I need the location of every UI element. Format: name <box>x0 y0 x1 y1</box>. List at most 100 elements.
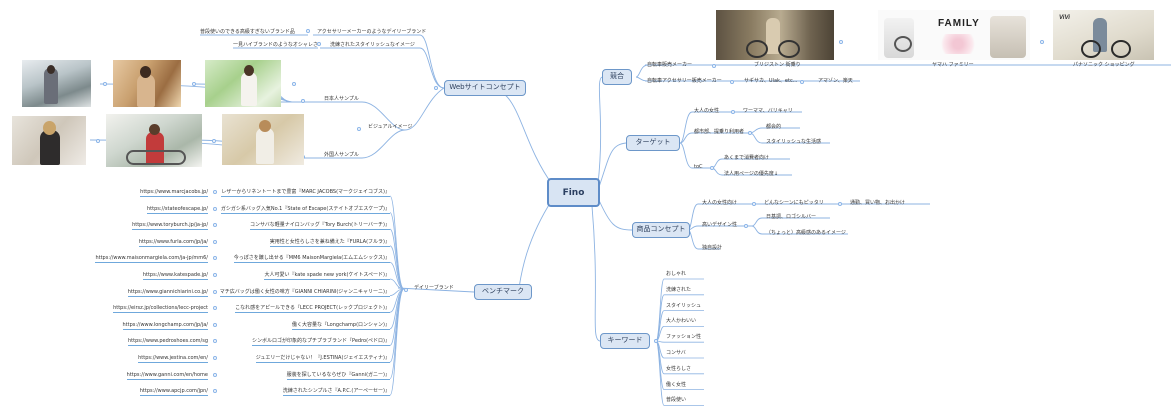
expand-dot[interactable] <box>752 202 756 206</box>
benchmark-brand-description[interactable]: 今っぽさを醸し出せる『MM6 MaisonMargiela(エムエムシックス)』 <box>233 255 390 264</box>
keyword-item[interactable]: 女性らしさ <box>666 365 692 372</box>
product-node-premium-image[interactable]: （ちょっと）高級感のあるイメージ <box>766 230 846 236</box>
expand-dot[interactable] <box>213 289 217 294</box>
expand-dot[interactable] <box>730 80 734 84</box>
keyword-item[interactable]: 洗練された <box>666 286 692 293</box>
expand-dot[interactable] <box>301 99 305 103</box>
product-node-original-design[interactable]: 独自設計 <box>702 245 723 251</box>
expand-dot[interactable] <box>306 29 310 33</box>
expand-dot[interactable] <box>1040 40 1044 44</box>
keyword-item[interactable]: おしゃれ <box>666 271 687 277</box>
keyword-item[interactable]: 働く女性 <box>666 381 687 388</box>
expand-dot[interactable] <box>213 389 217 394</box>
expand-dot[interactable] <box>357 127 361 131</box>
target-node-consumer-focus[interactable]: あくまで消費者向け <box>724 155 770 161</box>
keyword-item[interactable]: 普段使い <box>666 397 687 404</box>
benchmark-url[interactable]: https://www.maisonmargiela.com/ja-jp/mm6… <box>95 255 208 264</box>
compete-node-amazon[interactable]: アマゾン、楽天 <box>818 78 853 84</box>
expand-dot[interactable] <box>839 40 843 44</box>
web-node-high-brand-look[interactable]: 一見ハイブランドのようなオシャレさ <box>233 42 318 48</box>
benchmark-brand-description[interactable]: 大人可愛い『kate spade new york(ケイトスペード)』 <box>264 272 390 280</box>
expand-dot[interactable] <box>213 256 217 261</box>
target-node-urban[interactable]: 都会的 <box>766 124 782 130</box>
benchmark-url[interactable]: https://www.jestina.com/en/ <box>138 355 208 363</box>
expand-dot[interactable] <box>192 82 196 86</box>
expand-dot[interactable] <box>103 82 107 86</box>
web-node-accessory-maker[interactable]: アクセサリーメーカーのようなデイリーブランド <box>317 29 427 35</box>
product-node-commute-shopping[interactable]: 通勤、買い物、お出かけ <box>850 200 906 206</box>
benchmark-brand-description[interactable]: こなれ感をアピールできる『LECC PROJECT(レックプロジェクト)』 <box>235 305 390 314</box>
benchmark-url[interactable]: https://stateofescape.jp/ <box>147 205 208 214</box>
web-node-casual-brand[interactable]: 普段使いのできる高級すぎないブランド品 <box>200 29 295 35</box>
benchmark-brand-description[interactable]: 服装を探しているならぜひ『Ganni(ガニー)』 <box>286 371 390 380</box>
benchmark-brand-description[interactable]: コンサバな軽量ナイロンバッグ『Tory Burch(トリーバーチ)』 <box>250 222 390 231</box>
compete-node-accessory-maker[interactable]: 自転車アクセサリー販売メーカー <box>647 78 722 84</box>
expand-dot[interactable] <box>213 206 217 211</box>
bench-node-daily-brand[interactable]: デイリーブランド <box>414 285 454 291</box>
expand-dot[interactable] <box>731 110 735 114</box>
target-node-corporate-low-priority[interactable]: 法人用ページの優先度↓ <box>724 171 779 177</box>
benchmark-brand-description[interactable]: ガシガシ系バッグ入気No.1『State of Escape(ステイトオブエスケ… <box>220 205 390 214</box>
benchmark-brand-description[interactable]: マチ広バッグは働く女性の味方『GIANNI CHIARINI(ジャンニキャリーニ… <box>219 288 390 297</box>
expand-dot[interactable] <box>213 239 217 244</box>
branch-product-concept[interactable]: 商品コンセプト <box>632 222 690 238</box>
expand-dot[interactable] <box>317 42 321 46</box>
benchmark-url[interactable]: https://www.katespade.jp/ <box>142 272 208 280</box>
expand-dot[interactable] <box>744 224 748 228</box>
benchmark-brand-description[interactable]: 働く大容量な『Longchamp(ロンシャン)』 <box>291 321 390 330</box>
expand-dot[interactable] <box>213 223 217 228</box>
compete-node-bike-maker[interactable]: 自転車販売メーカー <box>647 62 693 68</box>
expand-dot[interactable] <box>213 306 217 311</box>
web-node-visual-image[interactable]: ビジュアルイメージ <box>368 124 413 130</box>
target-node-adult-women[interactable]: 大人の女性 <box>694 108 720 114</box>
expand-dot[interactable] <box>213 273 217 277</box>
branch-website-concept[interactable]: Webサイトコンセプト <box>444 80 526 96</box>
product-node-for-women[interactable]: 大人の女性向け <box>702 200 738 206</box>
keyword-item[interactable]: コンサバ <box>666 350 686 356</box>
benchmark-url[interactable]: https://www.marcjacobs.jp/ <box>140 189 208 197</box>
target-node-toc[interactable]: toC <box>694 164 703 170</box>
expand-dot[interactable] <box>404 288 408 292</box>
product-node-color-scheme[interactable]: 日基調、ロゴシルバー <box>766 214 817 220</box>
expand-dot[interactable] <box>654 339 658 343</box>
web-node-foreign-sample[interactable]: 外国人サンプル <box>324 152 359 158</box>
expand-dot[interactable] <box>748 131 752 135</box>
keyword-item[interactable]: ファッション性 <box>666 334 702 341</box>
branch-target[interactable]: ターゲット <box>626 135 680 151</box>
expand-dot[interactable] <box>213 339 217 344</box>
expand-dot[interactable] <box>213 356 217 360</box>
web-node-stylish-image[interactable]: 洗練されたスタイリッシュなイメージ <box>330 42 415 48</box>
benchmark-url[interactable]: https://www.giannichiarini.co.jp/ <box>127 288 208 297</box>
expand-dot[interactable] <box>213 372 217 377</box>
target-node-urban-users[interactable]: 都市部、提乗り利用者 <box>694 129 745 135</box>
benchmark-url[interactable]: https://www.toryburch.jp/ja-jp/ <box>132 222 208 231</box>
expand-dot[interactable] <box>710 166 714 170</box>
compete-node-saisaka[interactable]: サギサカ、Ulak、etc... <box>744 78 798 84</box>
expand-dot[interactable] <box>434 86 438 90</box>
benchmark-brand-description[interactable]: 洗練されたシンプルさ『A.P.C.(アーペーセー)』 <box>282 388 390 397</box>
expand-dot[interactable] <box>838 202 842 206</box>
expand-dot[interactable] <box>212 139 216 143</box>
branch-keyword[interactable]: キーワード <box>600 333 650 349</box>
target-node-working-mom[interactable]: ワーママ、バリキャリ <box>743 108 793 114</box>
expand-dot[interactable] <box>213 190 217 194</box>
central-topic[interactable]: Fino <box>547 178 600 207</box>
benchmark-url[interactable]: https://www.pedroshoes.com/sg <box>128 338 208 347</box>
benchmark-url[interactable]: https://eirsz.jp/collections/lecc-projec… <box>113 305 208 314</box>
web-node-japanese-sample[interactable]: 日本人サンプル <box>324 96 359 102</box>
branch-benchmark[interactable]: ベンチマーク <box>474 284 532 300</box>
benchmark-url[interactable]: https://www.ganni.com/en/home <box>126 371 208 380</box>
benchmark-brand-description[interactable]: ジュエリーだけじゃない！『J.ESTINA(ジェイエスティナ)』 <box>255 355 390 363</box>
branch-competitors[interactable]: 競合 <box>602 69 632 85</box>
expand-dot[interactable] <box>800 80 804 84</box>
keyword-item[interactable]: 大人かわいい <box>666 318 697 325</box>
expand-dot[interactable] <box>292 82 296 86</box>
product-node-any-scene[interactable]: どんなシーンにもピッタリ <box>764 200 824 206</box>
product-node-high-design[interactable]: 高いデザイン性 <box>702 222 738 228</box>
benchmark-url[interactable]: https://www.apcjp.com/jpn/ <box>139 388 208 397</box>
keyword-item[interactable]: スタイリッシュ <box>666 302 702 309</box>
benchmark-brand-description[interactable]: シンボルロゴが印象的なプチプラブランド『Pedro(ペドロ)』 <box>252 338 390 347</box>
target-node-stylish-life[interactable]: スタイリッシュな生活感 <box>766 139 822 145</box>
expand-dot[interactable] <box>712 64 716 68</box>
benchmark-url[interactable]: https://www.furla.com/jp/ja/ <box>138 238 208 247</box>
